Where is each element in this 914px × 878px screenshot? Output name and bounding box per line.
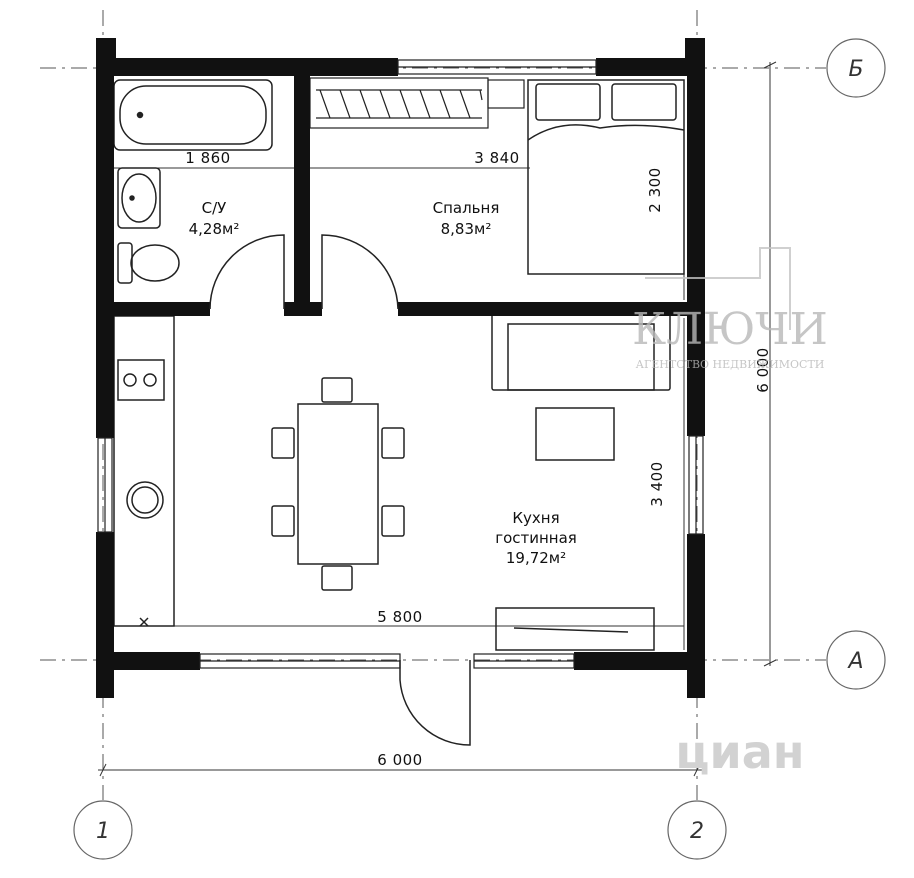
bathroom-area: 4,28м² (189, 220, 240, 238)
bedroom-area: 8,83м² (441, 220, 492, 238)
dimension-lines (98, 61, 777, 777)
dim-bedroom-width: 3 840 (474, 149, 519, 167)
walls (96, 38, 705, 698)
bathroom-name: С/У (202, 199, 227, 217)
axis-bubbles (73, 38, 886, 860)
site-watermark-text: циан (675, 725, 804, 779)
kitchen-name-line1: Кухня (512, 509, 559, 527)
bathroom-sink (117, 167, 161, 229)
dim-kitchen-depth: 3 400 (648, 461, 666, 506)
bedroom-name: Спальня (433, 199, 500, 217)
dim-total-width: 6 000 (377, 751, 422, 769)
coffee-table (535, 407, 615, 461)
dim-total-depth: 6 000 (754, 347, 772, 392)
brand-watermark: КЛЮЧИ АГЕНТСТВО НЕДВИЖИМОСТИ (632, 247, 828, 371)
kitchen-area: 19,72м² (506, 549, 566, 567)
axis-label-1: 1 (96, 819, 110, 844)
wardrobe (309, 77, 525, 129)
tv-stand (495, 607, 655, 651)
axis-label-2: 2 (690, 819, 704, 844)
dim-bedroom-depth: 2 300 (646, 167, 664, 212)
bed (527, 79, 685, 275)
axis-label-a: А (846, 649, 863, 674)
site-watermark: циан (675, 725, 804, 779)
doors (209, 234, 471, 746)
dim-bath-width: 1 860 (185, 149, 230, 167)
brand-watermark-text: КЛЮЧИ (632, 304, 828, 355)
dim-kitchen-width: 5 800 (377, 608, 422, 626)
dining-set (271, 377, 405, 591)
bathtub (113, 79, 273, 151)
brand-watermark-sub: АГЕНТСТВО НЕДВИЖИМОСТИ (636, 358, 825, 371)
toilet (117, 242, 180, 284)
kitchen-counter (113, 315, 175, 627)
windows (97, 59, 704, 669)
kitchen-name-line2: гостинная (495, 529, 577, 547)
axis-label-b: Б (848, 57, 863, 82)
